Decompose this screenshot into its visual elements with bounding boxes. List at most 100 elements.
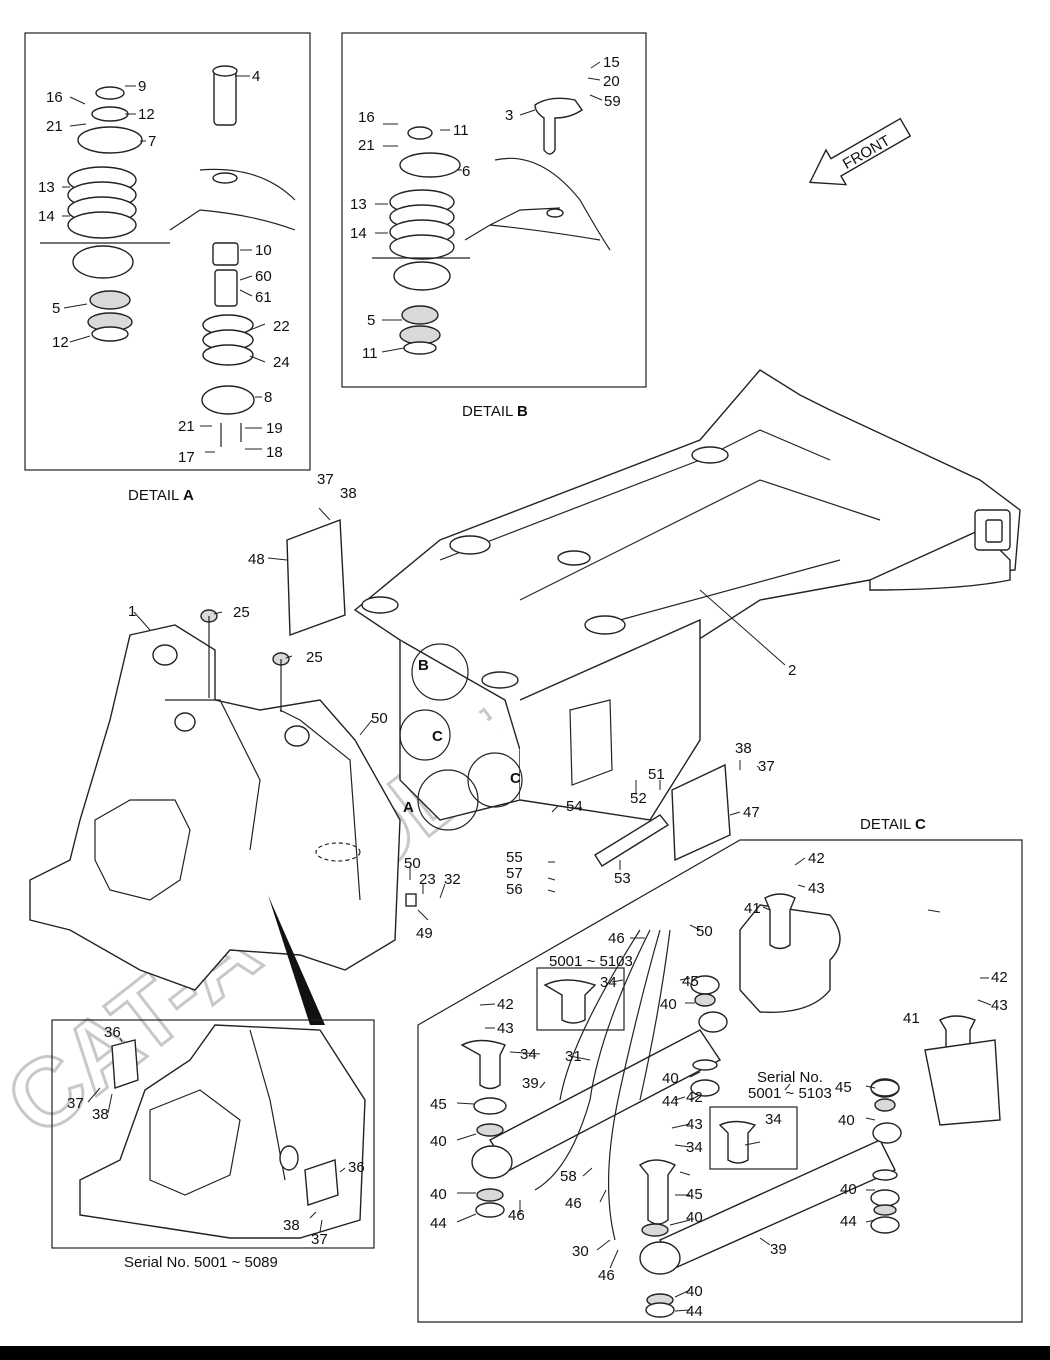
callout-43: 43 — [808, 880, 825, 897]
callout-13: 13 — [38, 179, 55, 196]
callout-45: 45 — [686, 1186, 703, 1203]
callout-40: 40 — [686, 1209, 703, 1226]
view-markers: B C C A — [403, 657, 521, 816]
callout-42: 42 — [991, 969, 1008, 986]
detail-c-caption: DETAIL C — [860, 816, 926, 833]
callout-B: B — [418, 657, 429, 674]
callout-36: 36 — [104, 1024, 121, 1041]
callout-11: 11 — [453, 122, 469, 139]
callout-17: 17 — [178, 449, 195, 466]
callout-12: 12 — [52, 334, 69, 351]
callout-45: 45 — [835, 1079, 852, 1096]
callout-37: 37 — [758, 758, 775, 775]
callout-44: 44 — [686, 1303, 703, 1320]
callout-45: 45 — [682, 973, 699, 990]
callout-19: 19 — [266, 420, 283, 437]
detail-a-panel: 9 16 12 21 7 13 14 5 12 4 10 60 61 22 24… — [24, 32, 311, 471]
detail-c-callouts: 42 43 41 46 50 34 45 40 42 43 34 31 39 4… — [430, 850, 1008, 1320]
callout-44: 44 — [840, 1213, 857, 1230]
callout-44: 44 — [662, 1093, 679, 1110]
callout-12: 12 — [138, 106, 155, 123]
callout-42: 42 — [497, 996, 514, 1013]
detail-b-frame — [341, 32, 647, 388]
callout-4: 4 — [252, 68, 260, 85]
callout-57: 57 — [506, 865, 523, 882]
callout-40: 40 — [662, 1070, 679, 1087]
serial-box-5001-5103-b — [709, 1106, 798, 1170]
callout-48: 48 — [248, 551, 265, 568]
detail-a-frame — [24, 32, 311, 471]
main-callouts: 37 38 48 1 25 25 2 50 38 37 51 52 54 47 … — [128, 471, 796, 942]
detail-b-panel: 15 20 59 3 16 11 21 6 13 14 5 11 — [341, 32, 647, 388]
callout-51: 51 — [648, 766, 665, 783]
callout-40: 40 — [430, 1186, 447, 1203]
callout-50: 50 — [696, 923, 713, 940]
callout-54: 54 — [566, 798, 583, 815]
callout-22: 22 — [273, 318, 290, 335]
callout-40: 40 — [840, 1181, 857, 1198]
callout-52: 52 — [630, 790, 647, 807]
serial-box-5001-5103-a — [536, 967, 625, 1031]
callout-38: 38 — [283, 1217, 300, 1234]
callout-43: 43 — [497, 1020, 514, 1037]
detail-c-frame — [417, 839, 1023, 1323]
serial-inset-panel: 36 37 38 36 38 37 — [51, 1019, 375, 1249]
callout-3: 3 — [505, 107, 513, 124]
callout-34: 34 — [686, 1139, 703, 1156]
callout-46: 46 — [565, 1195, 582, 1212]
callout-45: 45 — [430, 1096, 447, 1113]
callout-37: 37 — [317, 471, 334, 488]
callout-21: 21 — [178, 418, 195, 435]
callout-20: 20 — [603, 73, 620, 90]
callout-8: 8 — [264, 389, 272, 406]
callout-13: 13 — [350, 196, 367, 213]
callout-5: 5 — [52, 300, 60, 317]
serial-inset-frame — [51, 1019, 375, 1249]
callout-39: 39 — [522, 1075, 539, 1092]
callout-15: 15 — [603, 54, 620, 71]
callout-50: 50 — [371, 710, 388, 727]
callout-41: 41 — [903, 1010, 920, 1027]
callout-34: 34 — [765, 1111, 782, 1128]
callout-1: 1 — [128, 603, 136, 620]
callout-34: 34 — [520, 1046, 537, 1063]
callout-38: 38 — [92, 1106, 109, 1123]
callout-42: 42 — [686, 1089, 703, 1106]
main-frame-assembly: 37 38 48 1 25 25 2 50 38 37 51 52 54 47 … — [29, 369, 1021, 1025]
callout-21: 21 — [358, 137, 375, 154]
callout-34: 34 — [600, 974, 617, 991]
callout-7: 7 — [148, 133, 156, 150]
callout-40: 40 — [430, 1133, 447, 1150]
callout-32: 32 — [444, 871, 461, 888]
callout-60: 60 — [255, 268, 272, 285]
serial-inset-caption: Serial No. 5001 ~ 5089 — [124, 1254, 278, 1271]
detail-b-caption: DETAIL B — [462, 403, 528, 420]
callout-38: 38 — [735, 740, 752, 757]
callout-56: 56 — [506, 881, 523, 898]
serial-range-b: 5001 ~ 5103 — [748, 1085, 832, 1102]
callout-24: 24 — [273, 354, 290, 371]
callout-14: 14 — [350, 225, 367, 242]
front-arrow: FRONT — [808, 117, 912, 186]
callout-58: 58 — [560, 1168, 577, 1185]
detail-a-callouts: 9 16 12 21 7 13 14 5 12 4 10 60 61 22 24… — [38, 68, 290, 466]
callout-47: 47 — [743, 804, 760, 821]
callout-40: 40 — [838, 1112, 855, 1129]
detail-c-panel: 42 43 41 46 50 34 45 40 42 43 34 31 39 4… — [417, 839, 1023, 1323]
callout-6: 6 — [462, 163, 470, 180]
callout-38: 38 — [340, 485, 357, 502]
callout-25: 25 — [233, 604, 250, 621]
callout-44: 44 — [430, 1215, 447, 1232]
callout-50: 50 — [404, 855, 421, 872]
callout-16: 16 — [46, 89, 63, 106]
callout-37: 37 — [67, 1095, 84, 1112]
callout-61: 61 — [255, 289, 272, 306]
callout-C: C — [432, 728, 443, 745]
callout-55: 55 — [506, 849, 523, 866]
detail-b-callouts: 15 20 59 3 16 11 21 6 13 14 5 11 — [350, 54, 621, 362]
callout-46: 46 — [608, 930, 625, 947]
callout-39: 39 — [770, 1241, 787, 1258]
callout-40: 40 — [686, 1283, 703, 1300]
serial-range-a: 5001 ~ 5103 — [549, 953, 633, 970]
